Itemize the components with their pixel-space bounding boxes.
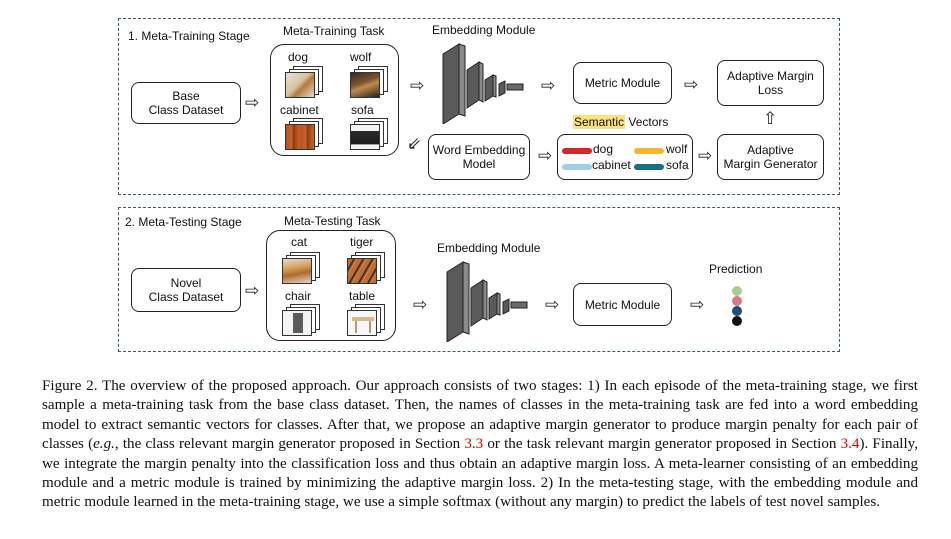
- image-label-tiger: tiger: [350, 235, 374, 249]
- prediction-dot-2: [732, 296, 742, 306]
- image-label-cabinet: cabinet: [280, 103, 319, 117]
- word-emb-line2: Model: [462, 157, 496, 171]
- meta-training-task-title: Meta-Training Task: [283, 24, 385, 38]
- prediction-label: Prediction: [709, 262, 763, 276]
- arrow-right-icon: ⇨: [690, 295, 705, 314]
- generator-line1: Adaptive: [747, 143, 794, 157]
- arrow-up-icon: ⇧: [763, 109, 778, 128]
- arrow-right-icon: ⇨: [541, 76, 556, 95]
- cat-photo-icon: [282, 258, 312, 284]
- prediction-dot-1: [732, 286, 742, 296]
- caption-part-4: ). Finally, we integrate the margin pena…: [42, 436, 918, 511]
- adaptive-margin-generator-box: Adaptive Margin Generator: [717, 134, 824, 180]
- arrow-right-icon: ⇨: [245, 93, 260, 112]
- image-label-dog: dog: [288, 50, 309, 64]
- word-emb-line1: Word Embedding: [432, 143, 526, 157]
- meta-testing-task-box: [266, 230, 396, 341]
- arrow-right-icon: ⇨: [410, 76, 425, 95]
- base-dataset-line2: Class Dataset: [148, 103, 224, 117]
- tiger-photo-stack: [347, 252, 387, 286]
- arrow-right-icon: ⇨: [413, 295, 428, 314]
- cabinet-photo-stack: [285, 118, 325, 152]
- sofa-vector-bar: [634, 164, 664, 170]
- dog-photo-icon: [285, 72, 315, 98]
- cabinet-vector-bar: [562, 164, 592, 170]
- cabinet-photo-icon: [285, 124, 315, 150]
- wolf-photo-icon: [350, 72, 380, 98]
- chair-photo-stack: [282, 304, 322, 338]
- image-label-wolf: wolf: [350, 50, 372, 64]
- metric-module-label-test: Metric Module: [584, 297, 661, 312]
- dog-vector-bar: [562, 148, 592, 154]
- meta-training-task-box: [270, 44, 399, 156]
- arrow-right-icon: ⇨: [684, 75, 699, 94]
- arrow-down-left-icon: ⇙: [407, 134, 422, 153]
- chair-photo-icon: [282, 310, 312, 336]
- semantic-vectors-box: [557, 134, 693, 180]
- meta-testing-stage-title: 2. Meta-Testing Stage: [125, 215, 242, 229]
- section-ref-link[interactable]: 3.4: [840, 436, 860, 453]
- vector-label-sofa: sofa: [666, 158, 689, 172]
- meta-training-stage-title: 1. Meta-Training Stage: [128, 29, 250, 43]
- embedding-module-icon: [442, 43, 524, 124]
- embedding-module-label-test: Embedding Module: [437, 241, 541, 255]
- image-label-chair: chair: [285, 289, 312, 303]
- prediction-dot-3: [732, 306, 742, 316]
- vector-label-dog: dog: [593, 142, 614, 156]
- sofa-photo-stack: [350, 118, 390, 152]
- cat-photo-stack: [282, 252, 322, 286]
- arrow-right-icon: ⇨: [538, 146, 553, 165]
- metric-module-box: Metric Module: [573, 62, 672, 104]
- sofa-photo-icon: [350, 124, 380, 150]
- wolf-vector-bar: [634, 148, 664, 154]
- base-dataset-line1: Base: [172, 89, 200, 103]
- image-label-sofa: sofa: [351, 103, 374, 117]
- arrow-right-icon: ⇨: [245, 281, 260, 300]
- vector-label-wolf: wolf: [666, 142, 688, 156]
- generator-line2: Margin Generator: [723, 157, 818, 171]
- caption-part-2: , the class relevant margin generator pr…: [114, 436, 465, 453]
- metric-module-label: Metric Module: [584, 76, 661, 90]
- prediction-dot-4: [732, 316, 742, 326]
- novel-dataset-line1: Novel: [170, 276, 202, 290]
- image-label-table: table: [349, 289, 376, 303]
- meta-training-stage-panel: [118, 18, 840, 195]
- novel-dataset-line2: Class Dataset: [148, 290, 224, 304]
- figure-caption: Figure 2. The overview of the proposed a…: [42, 377, 918, 513]
- loss-line1: Adaptive Margin: [727, 69, 814, 83]
- metric-module-box-test: Metric Module: [573, 283, 672, 326]
- section-ref-link[interactable]: 3.3: [464, 436, 484, 453]
- vector-label-cabinet: cabinet: [592, 158, 631, 172]
- meta-testing-task-title: Meta-Testing Task: [284, 214, 381, 228]
- caption-part-3: or the task relevant margin generator pr…: [483, 436, 841, 453]
- word-embedding-model-box: Word Embedding Model: [428, 134, 530, 180]
- caption-eg: e.g.: [93, 436, 115, 453]
- semantic-vectors-label: Semantic Vectors: [573, 115, 668, 129]
- loss-line2: Loss: [757, 83, 784, 97]
- dog-photo-stack: [285, 66, 325, 100]
- novel-class-dataset-box: Novel Class Dataset: [131, 268, 241, 312]
- adaptive-margin-loss-box: Adaptive Margin Loss: [717, 60, 824, 106]
- meta-testing-stage-panel: [118, 207, 840, 352]
- vectors-word: Vectors: [628, 115, 669, 129]
- arrow-right-icon: ⇨: [545, 295, 560, 314]
- table-photo-icon: [347, 310, 377, 336]
- base-class-dataset-box: Base Class Dataset: [131, 82, 241, 124]
- image-label-cat: cat: [291, 235, 308, 249]
- caption-part-1: Figure 2. The overview of the proposed a…: [42, 378, 918, 453]
- embedding-module-icon: [446, 261, 528, 342]
- embedding-module-label: Embedding Module: [432, 23, 536, 37]
- arrow-right-icon: ⇨: [698, 146, 713, 165]
- semantic-highlight: Semantic: [573, 115, 626, 129]
- tiger-photo-icon: [347, 258, 377, 284]
- table-photo-stack: [347, 304, 387, 338]
- wolf-photo-stack: [350, 66, 390, 100]
